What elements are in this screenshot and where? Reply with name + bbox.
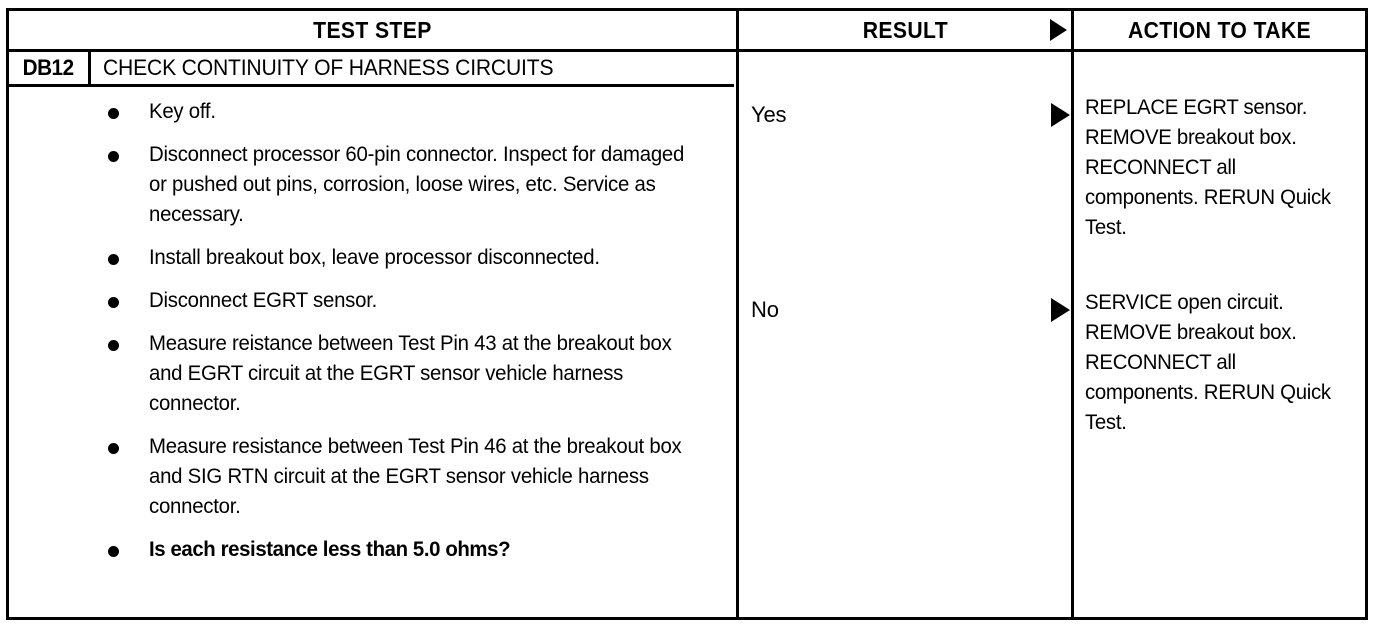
bullet-text: Disconnect processor 60-pin connector. I… — [149, 143, 685, 226]
test-step-cell: DB12 CHECK CONTINUITY OF HARNESS CIRCUIT… — [9, 52, 736, 617]
list-item: Measure reistance between Test Pin 43 at… — [9, 329, 736, 419]
header-label-test-step: TEST STEP — [313, 16, 432, 43]
list-item-decision-question: Is each resistance less than 5.0 ohms? — [9, 535, 736, 565]
step-title-label: CHECK CONTINUITY OF HARNESS CIRCUITS — [103, 55, 554, 80]
header-label-result: RESULT — [862, 16, 948, 43]
result-label-yes: Yes — [751, 102, 787, 127]
table-body-row: DB12 CHECK CONTINUITY OF HARNESS CIRCUIT… — [9, 52, 1365, 617]
step-title-row: DB12 CHECK CONTINUITY OF HARNESS CIRCUIT… — [9, 52, 734, 87]
header-cell-action-to-take: ACTION TO TAKE — [1071, 11, 1365, 49]
test-step-bullet-list: Key off. Disconnect processor 60-pin con… — [9, 87, 736, 565]
bullet-text: Measure reistance between Test Pin 43 at… — [149, 332, 672, 415]
step-title-cell: CHECK CONTINUITY OF HARNESS CIRCUITS — [91, 52, 734, 84]
action-text-yes: REPLACE EGRT sensor. REMOVE breakout box… — [1085, 96, 1331, 239]
result-label-no: No — [751, 297, 779, 322]
table-header-row: TEST STEP RESULT ACTION TO TAKE — [9, 11, 1365, 52]
right-triangle-arrow-icon — [1050, 19, 1067, 41]
result-entry-no: No — [739, 295, 1071, 325]
step-id-cell: DB12 — [9, 52, 91, 84]
action-text-no: SERVICE open circuit. REMOVE breakout bo… — [1085, 291, 1331, 434]
right-triangle-arrow-icon — [1051, 103, 1070, 127]
diagnostic-test-step-table: TEST STEP RESULT ACTION TO TAKE — [6, 8, 1368, 620]
action-to-take-cell: REPLACE EGRT sensor. REMOVE breakout box… — [1071, 52, 1365, 617]
right-triangle-arrow-icon — [1051, 298, 1070, 322]
bullet-text: Disconnect EGRT sensor. — [149, 289, 378, 312]
header-label-action-to-take: ACTION TO TAKE — [1127, 16, 1312, 43]
list-item: Measure resistance between Test Pin 46 a… — [9, 432, 736, 522]
list-item: Disconnect EGRT sensor. — [9, 286, 736, 316]
bullet-text: Is each resistance less than 5.0 ohms? — [149, 538, 511, 561]
action-entry-no: SERVICE open circuit. REMOVE breakout bo… — [1074, 288, 1365, 438]
header-cell-result: RESULT — [736, 11, 1071, 49]
bullet-text: Install breakout box, leave processor di… — [149, 246, 600, 269]
bullet-text: Measure resistance between Test Pin 46 a… — [149, 435, 682, 518]
header-cell-test-step: TEST STEP — [9, 11, 736, 49]
list-item: Key off. — [9, 97, 736, 127]
list-item: Disconnect processor 60-pin connector. I… — [9, 140, 736, 230]
action-entry-yes: REPLACE EGRT sensor. REMOVE breakout box… — [1074, 93, 1365, 243]
step-id-label: DB12 — [23, 55, 74, 80]
list-item: Install breakout box, leave processor di… — [9, 243, 736, 273]
result-entry-yes: Yes — [739, 100, 1071, 130]
result-cell: Yes No — [736, 52, 1071, 617]
bullet-text: Key off. — [149, 100, 216, 123]
